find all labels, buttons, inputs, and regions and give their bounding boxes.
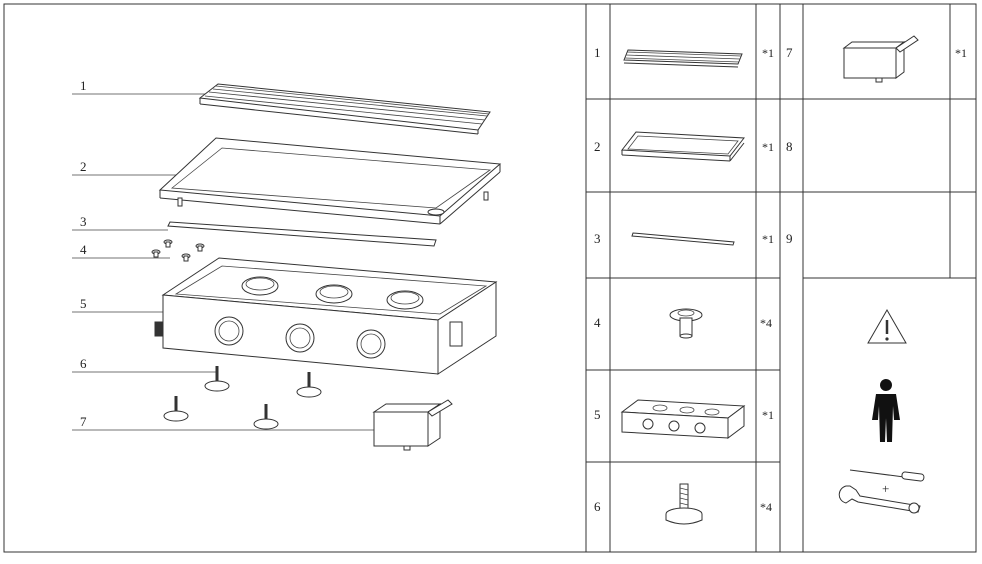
callout-4: 4 bbox=[80, 242, 87, 257]
row-7-number: 7 bbox=[786, 45, 793, 60]
callout-6: 6 bbox=[80, 356, 87, 371]
row-6-number: 6 bbox=[594, 499, 601, 514]
burner-body-icon bbox=[620, 399, 746, 439]
callout-7: 7 bbox=[80, 414, 87, 429]
row-7-qty: *1 bbox=[955, 46, 967, 60]
row-3-qty: *1 bbox=[762, 232, 774, 246]
bolt-icon bbox=[669, 308, 703, 339]
row-3-number: 3 bbox=[594, 231, 601, 246]
row-2-qty: *1 bbox=[762, 140, 774, 154]
grill-rack-icon bbox=[623, 49, 743, 68]
grease-tray-icon bbox=[842, 35, 919, 83]
wrench-icon bbox=[838, 485, 921, 514]
row-5-number: 5 bbox=[594, 407, 601, 422]
grease-tray bbox=[372, 399, 453, 451]
callout-3: 3 bbox=[80, 214, 87, 229]
grill-rack bbox=[198, 83, 491, 135]
warning-icon bbox=[867, 308, 907, 344]
exploded-view: 1 2 3 4 5 6 7 bbox=[72, 78, 502, 451]
rod-icon bbox=[631, 232, 735, 246]
burner-body bbox=[154, 257, 498, 375]
row-4-number: 4 bbox=[594, 315, 601, 330]
row-5-qty: *1 bbox=[762, 408, 774, 422]
griddle-plate bbox=[158, 137, 502, 225]
row-4-qty: *4 bbox=[760, 316, 772, 330]
row-1-qty: *1 bbox=[762, 46, 774, 60]
screwdriver-icon bbox=[849, 469, 925, 482]
person-icon bbox=[872, 379, 900, 442]
row-2-number: 2 bbox=[594, 139, 601, 154]
row-1-number: 1 bbox=[594, 45, 601, 60]
rod bbox=[167, 221, 437, 247]
row-8-number: 8 bbox=[786, 139, 793, 154]
parts-table: 1 *1 2 *1 3 *1 4 *4 5 *1 6 *4 7 *1 8 9 bbox=[585, 4, 976, 552]
callout-5: 5 bbox=[80, 296, 87, 311]
feet bbox=[163, 366, 322, 430]
tools-plus: + bbox=[882, 481, 889, 496]
row-9-number: 9 bbox=[786, 231, 793, 246]
callout-1: 1 bbox=[80, 78, 87, 93]
bolts bbox=[151, 239, 205, 262]
adjustable-foot-icon bbox=[665, 483, 703, 525]
callout-2: 2 bbox=[80, 159, 87, 174]
row-6-qty: *4 bbox=[760, 500, 772, 514]
griddle-plate-icon bbox=[621, 131, 745, 162]
